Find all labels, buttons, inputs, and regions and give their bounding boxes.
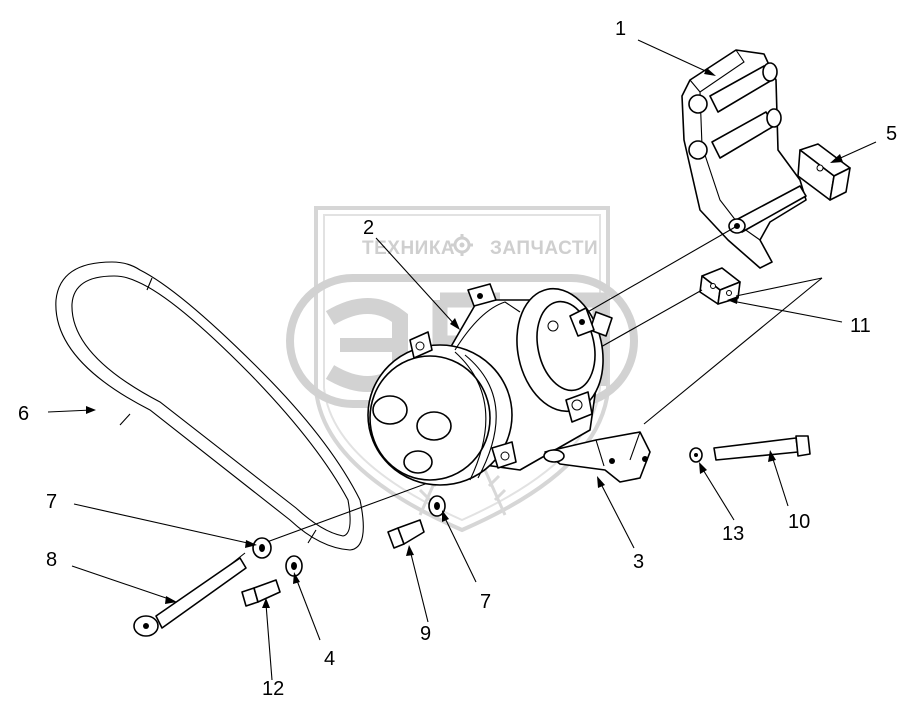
callout-9: 9 [420, 623, 431, 645]
bolt-9 [387, 519, 425, 549]
bolt-12 [241, 579, 281, 607]
callout-3: 3 [633, 551, 644, 573]
callout-4: 4 [324, 648, 335, 670]
callout-13: 13 [722, 523, 744, 545]
ac-compressor [367, 283, 613, 486]
washer-7-right [428, 495, 446, 517]
watermark-brand-right: ЗАПЧАСТИ [490, 238, 598, 259]
callout-5: 5 [886, 123, 897, 145]
washer-7-left [252, 537, 272, 559]
callout-6: 6 [18, 403, 29, 425]
callout-2: 2 [363, 217, 374, 239]
callout-1: 1 [615, 18, 626, 40]
washer-4 [285, 555, 303, 577]
bolt-10 [713, 435, 811, 461]
callout-7-right: 7 [480, 591, 491, 613]
spacer-block [797, 143, 851, 201]
callout-7-left: 7 [46, 491, 57, 513]
watermark-shield [314, 206, 610, 533]
bolt-8 [133, 557, 247, 637]
gear-icon [451, 234, 473, 256]
callout-10: 10 [788, 511, 810, 533]
mounting-bracket [681, 49, 807, 269]
leader-lines [47, 39, 877, 681]
lower-bracket [543, 431, 651, 483]
callout-12: 12 [262, 678, 284, 700]
v-belt [55, 261, 364, 551]
callout-8: 8 [46, 549, 57, 571]
callout-11: 11 [850, 315, 871, 337]
watermark-brand-left: ТЕХНИКА [362, 238, 455, 259]
washer-13 [689, 447, 703, 463]
callout-labels: 1 2 3 4 5 6 7 7 8 9 10 11 12 13 [18, 18, 897, 700]
